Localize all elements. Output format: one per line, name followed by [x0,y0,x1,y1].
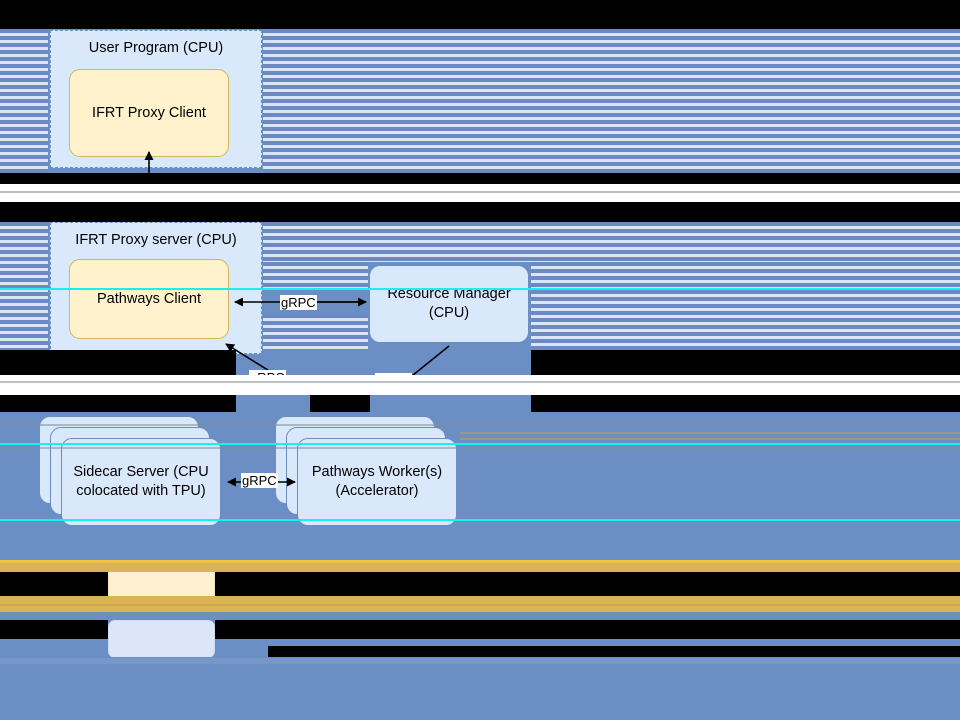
node-pathways-workers[interactable]: Pathways Worker(s) (Accelerator) [297,438,457,526]
node-pathways-client[interactable]: Pathways Client [69,259,229,339]
node-ifrt-proxy-client[interactable]: IFRT Proxy Client [69,69,229,157]
node-resource-manager[interactable]: Resource Manager (CPU) [369,265,529,343]
legend-swatch-highlight [108,563,215,601]
edge-label-sidecar-worker: gRPC [241,473,278,488]
node-ifrt-proxy-server-label: IFRT Proxy server (CPU) [75,232,237,248]
node-pathways-workers-label-line2: (Accelerator) [335,483,419,499]
node-ifrt-proxy-client-label: IFRT Proxy Client [92,104,206,121]
node-user-program-label: User Program (CPU) [88,40,224,56]
node-sidecar-server-label-line2: colocated with TPU) [76,483,206,499]
node-sidecar-server[interactable]: Sidecar Server (CPU colocated with TPU) [61,438,221,526]
node-resource-manager-label-line1: Resource Manager [387,286,511,303]
node-pathways-client-label: Pathways Client [97,290,201,307]
edge-label-client-server: gRPC [128,182,165,197]
node-pathways-workers-label-line1: Pathways Worker(s) [311,464,443,481]
edge-label-sidecar-client: gRPC [249,370,286,385]
edge-label-rm-workers: gRPC [375,373,412,388]
node-resource-manager-label-line2: (CPU) [428,305,470,321]
node-sidecar-server-label-line1: Sidecar Server (CPU [73,464,209,481]
edge-label-rm-client: gRPC [280,295,317,310]
legend-swatch-plain [108,620,215,658]
